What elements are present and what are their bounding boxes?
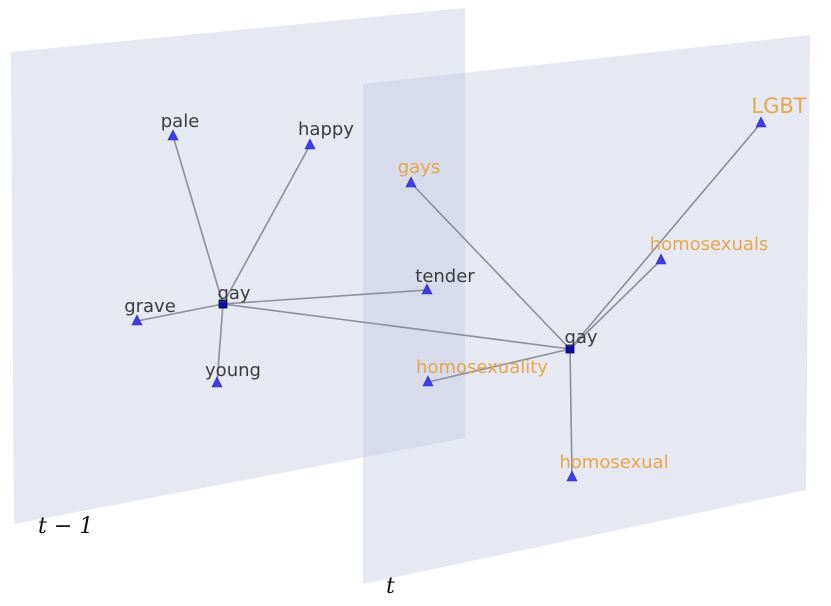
node-marker-pale [167,129,179,141]
node-label-happy: happy [298,119,354,140]
node-marker-homosexual [566,470,578,482]
edge-gay-pale [172,135,224,305]
node-marker-tender [421,283,433,295]
plane-current-time [363,35,810,584]
node-marker-gay-previous [218,299,228,309]
node-marker-homosexuals [655,253,667,265]
edge-gay-grave [136,303,224,322]
node-label-lgbt: LGBT [751,94,806,118]
node-marker-lgbt [755,116,767,128]
node-marker-grave [131,314,143,326]
node-marker-homosexuality [422,375,434,387]
edge-gay-lgbt [569,122,762,350]
node-label-gay-previous: gay [217,283,250,304]
node-marker-gays [405,176,417,188]
node-label-tender: tender [415,266,475,287]
node-label-grave: grave [124,296,176,317]
edge-gay-tender [222,289,428,305]
edge-gay-gays [410,182,571,350]
edge-gay-happy [222,144,311,305]
node-marker-happy [304,138,316,150]
node-label-young: young [205,360,261,381]
node-marker-young [211,376,223,388]
plane-previous-time [11,8,465,524]
node-label-gay-current: gay [564,327,597,348]
edge-gay-homosexuality [427,348,571,383]
edge-gay-across-time [222,303,571,350]
node-label-homosexuals: homosexuals [650,234,769,255]
node-label-homosexuality: homosexuality [416,357,548,378]
plane-label-current: t [386,574,395,599]
node-label-pale: pale [161,111,200,132]
node-label-homosexual: homosexual [559,452,668,473]
plane-label-previous: t − 1 [38,514,93,539]
edge-gay-homosexual [569,348,573,478]
node-label-gays: gays [398,157,441,178]
node-marker-gay-current [565,344,575,354]
edge-gay-homosexuals [569,259,662,350]
edge-gay-young [216,303,224,384]
